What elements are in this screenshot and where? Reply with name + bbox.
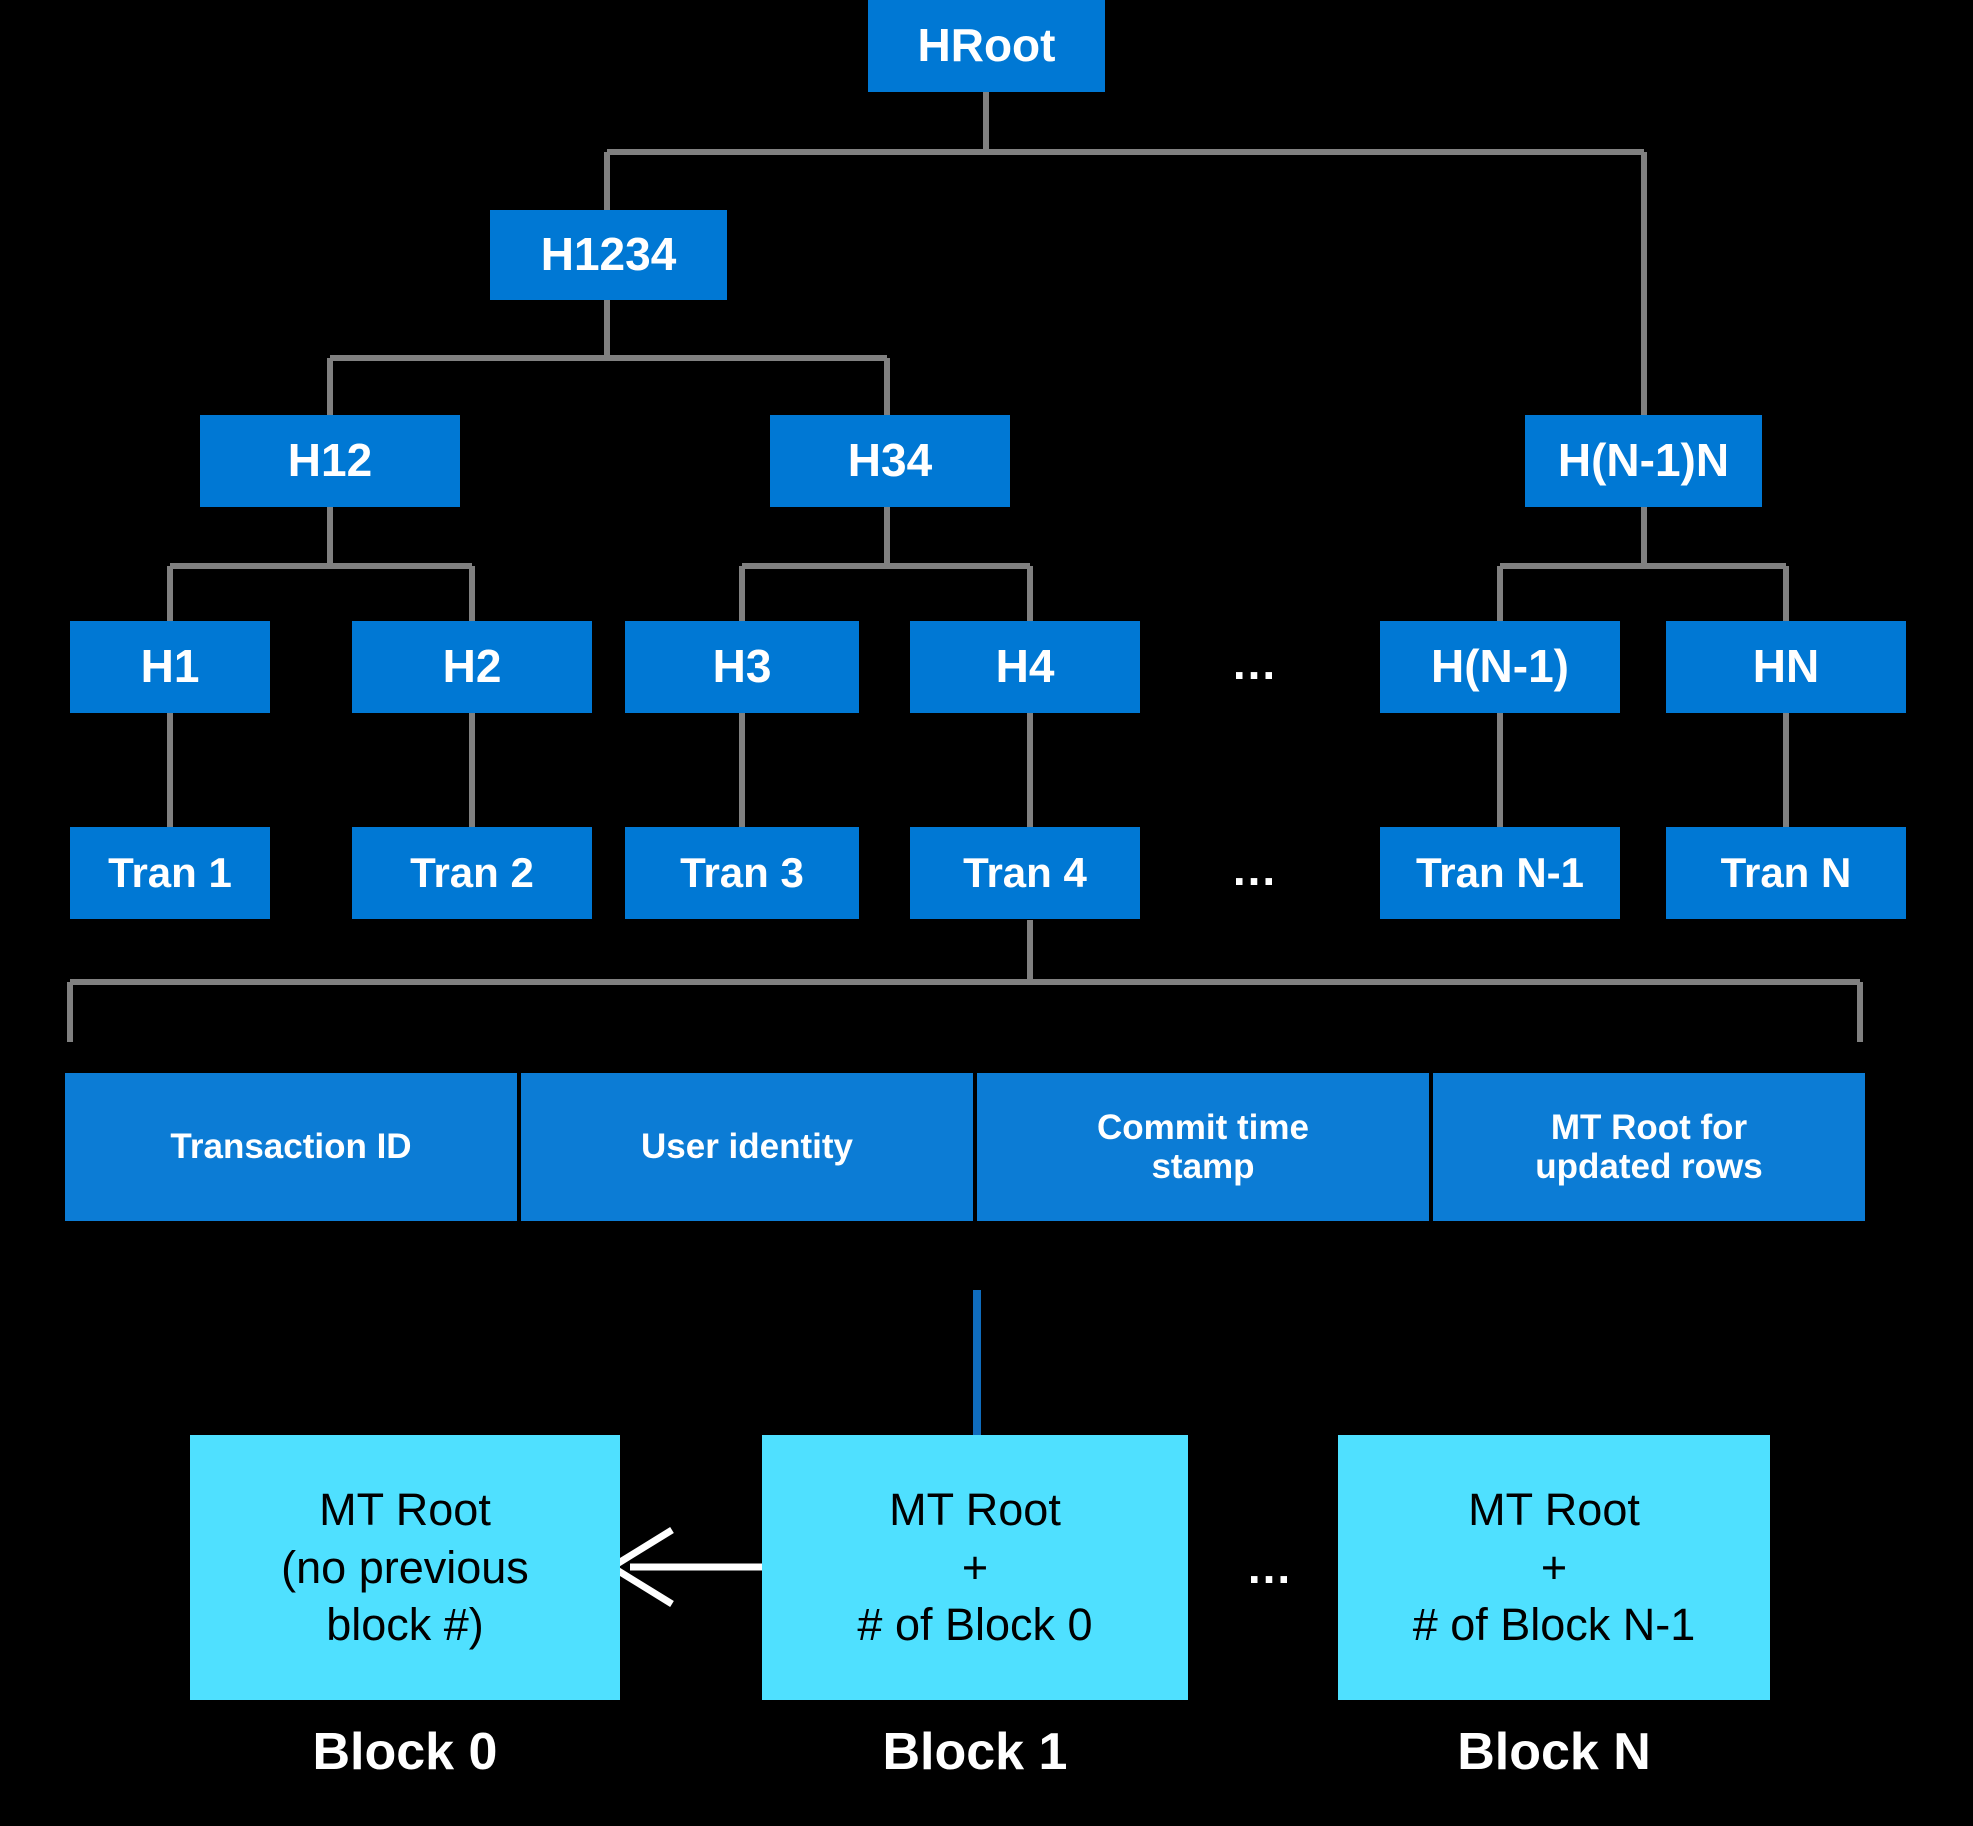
block-caption-1: Block 1 bbox=[882, 1723, 1068, 1781]
merkle-node-h3[interactable]: H3 bbox=[625, 621, 859, 713]
block-caption-0: Block 0 bbox=[312, 1723, 498, 1781]
transaction-label: Tran N-1 bbox=[1415, 849, 1585, 897]
merkle-node-hn1[interactable]: H(N-1) bbox=[1380, 621, 1620, 713]
merkle-node-h34[interactable]: H34 bbox=[770, 415, 1010, 507]
transaction-node-n[interactable]: Tran N bbox=[1666, 827, 1906, 919]
merkle-node-h2[interactable]: H2 bbox=[352, 621, 592, 713]
merkle-node-label: HN bbox=[1752, 640, 1820, 693]
merkle-node-label: H4 bbox=[995, 640, 1055, 693]
block-box-text: MT Root + # of Block N-1 bbox=[1412, 1484, 1696, 1651]
merkle-level4-ellipsis: ... bbox=[1232, 637, 1278, 689]
cell-label: Commit time stamp bbox=[1097, 1107, 1309, 1186]
transaction-node-1[interactable]: Tran 1 bbox=[70, 827, 270, 919]
arrow-block1-to-block0 bbox=[610, 1527, 762, 1607]
cell-label: User identity bbox=[641, 1127, 853, 1167]
merkle-node-label: H34 bbox=[847, 434, 933, 487]
merkle-node-label: H(N-1)N bbox=[1557, 434, 1730, 487]
merkle-node-hroot[interactable]: HRoot bbox=[868, 0, 1105, 92]
transaction-node-n-1[interactable]: Tran N-1 bbox=[1380, 827, 1620, 919]
block-box-n[interactable]: MT Root + # of Block N-1 bbox=[1338, 1435, 1770, 1700]
block-box-0[interactable]: MT Root (no previous block #) bbox=[190, 1435, 620, 1700]
block-box-text: MT Root (no previous block #) bbox=[281, 1484, 529, 1651]
transactions-ellipsis: ... bbox=[1232, 843, 1278, 895]
cell-label: Transaction ID bbox=[170, 1127, 412, 1167]
transaction-detail-cell-commit-time-stamp[interactable]: Commit time stamp bbox=[977, 1073, 1429, 1221]
transaction-detail-cell-user-identity[interactable]: User identity bbox=[521, 1073, 973, 1221]
block-box-1[interactable]: MT Root + # of Block 0 bbox=[762, 1435, 1188, 1700]
transaction-label: Tran 2 bbox=[410, 849, 534, 897]
block-box-text: MT Root + # of Block 0 bbox=[857, 1484, 1093, 1651]
merkle-node-h1234[interactable]: H1234 bbox=[490, 210, 727, 300]
cell-label: MT Root for updated rows bbox=[1535, 1107, 1763, 1186]
transaction-detail-cell-transaction-id[interactable]: Transaction ID bbox=[65, 1073, 517, 1221]
transaction-label: Tran 4 bbox=[963, 849, 1087, 897]
transaction-label: Tran 1 bbox=[108, 849, 232, 897]
merkle-node-label: H12 bbox=[287, 434, 373, 487]
merkle-node-hn1n[interactable]: H(N-1)N bbox=[1525, 415, 1762, 507]
merkle-node-h1[interactable]: H1 bbox=[70, 621, 270, 713]
merkle-node-label: HRoot bbox=[917, 19, 1056, 72]
block-caption-n: Block N bbox=[1457, 1723, 1651, 1781]
merkle-node-label: H(N-1) bbox=[1431, 640, 1569, 693]
transaction-label: Tran N bbox=[1720, 849, 1852, 897]
transaction-detail-cell-mt-root-updated-rows[interactable]: MT Root for updated rows bbox=[1433, 1073, 1865, 1221]
merkle-node-label: H2 bbox=[442, 640, 502, 693]
merkle-node-h12[interactable]: H12 bbox=[200, 415, 460, 507]
merkle-node-hn[interactable]: HN bbox=[1666, 621, 1906, 713]
merkle-node-h4[interactable]: H4 bbox=[910, 621, 1140, 713]
merkle-node-label: H3 bbox=[712, 640, 772, 693]
transaction-node-4[interactable]: Tran 4 bbox=[910, 827, 1140, 919]
merkle-node-label: H1 bbox=[140, 640, 200, 693]
transaction-label: Tran 3 bbox=[680, 849, 804, 897]
merkle-node-label: H1234 bbox=[540, 228, 677, 281]
transaction-node-2[interactable]: Tran 2 bbox=[352, 827, 592, 919]
transaction-node-3[interactable]: Tran 3 bbox=[625, 827, 859, 919]
blockchain-ellipsis: ... bbox=[1247, 1541, 1293, 1593]
